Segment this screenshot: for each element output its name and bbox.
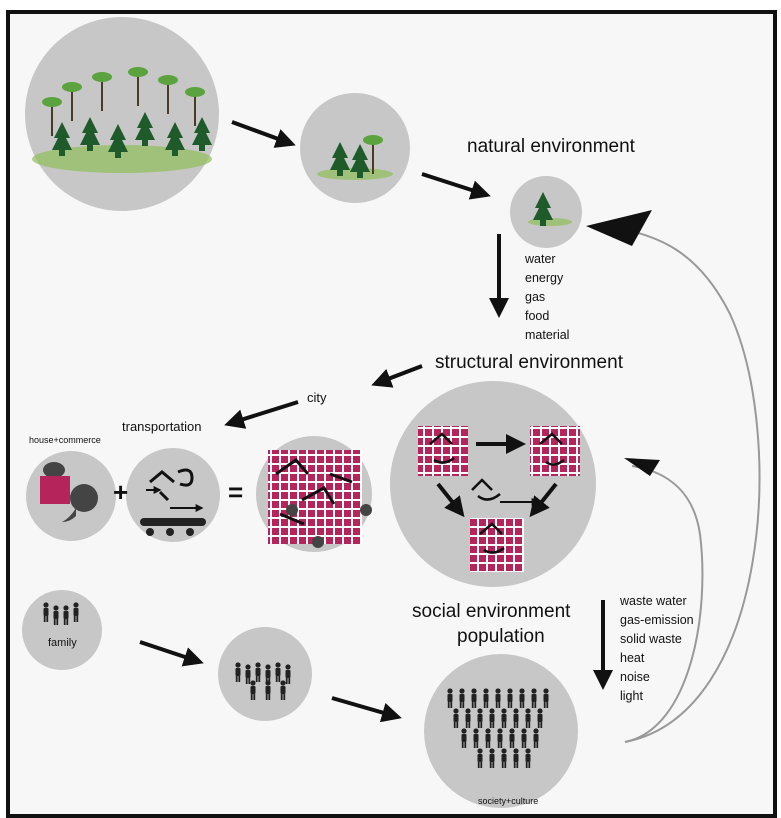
natural-environment-label: natural environment (467, 136, 635, 157)
output-light: light (620, 689, 643, 703)
input-water: water (525, 252, 556, 266)
equals-sign: = (228, 477, 244, 507)
feedback-curve-to-natural (599, 225, 761, 743)
output-heat: heat (620, 651, 645, 665)
society-culture-label: society+culture (478, 796, 539, 806)
forest-small-circle (510, 176, 582, 248)
house-commerce-circle (26, 451, 116, 541)
arrow-family-to-community (139, 640, 204, 667)
diagram-frame: natural environment water energy gas foo… (6, 10, 777, 818)
input-food: food (525, 309, 550, 323)
forest-medium-circle (300, 93, 410, 203)
family-circle (22, 590, 102, 670)
arrow-community-to-society (331, 696, 402, 723)
plus-sign: + (113, 477, 129, 507)
structural-network-circle (390, 381, 596, 587)
arrow-to-transportation (224, 400, 299, 429)
population-label: population (457, 626, 545, 647)
arrow-forest-2 (421, 172, 491, 200)
city-label: city (307, 390, 327, 405)
family-label: family (48, 637, 77, 649)
feedback-arrowhead-natural (586, 210, 652, 246)
society-circle (424, 654, 578, 808)
output-gas-emission: gas-emission (620, 613, 694, 627)
output-solid-waste: solid waste (620, 632, 682, 646)
outputs-list: waste water gas-emission solid waste hea… (620, 592, 694, 706)
house-commerce-label: house+commerce (29, 435, 101, 445)
output-waste-water: waste water (620, 594, 687, 608)
feedback-arrowhead-structural (624, 458, 660, 476)
transportation-label: transportation (122, 419, 202, 434)
arrow-forest-1 (231, 120, 296, 148)
inputs-list: water energy gas food material (525, 250, 569, 345)
forest-large-circle (25, 17, 219, 211)
structural-environment-label: structural environment (435, 352, 623, 373)
city-grid-circle (256, 436, 372, 552)
input-energy: energy (525, 271, 564, 285)
arrow-to-city (371, 364, 423, 388)
feedback-curve-to-structural (624, 465, 704, 743)
input-gas: gas (525, 290, 546, 304)
community-circle (218, 627, 312, 721)
diagram-canvas (22, 17, 761, 808)
input-material: material (525, 328, 570, 342)
output-noise: noise (620, 670, 650, 684)
transport-circle (126, 448, 220, 542)
social-environment-label: social environment (412, 601, 571, 622)
